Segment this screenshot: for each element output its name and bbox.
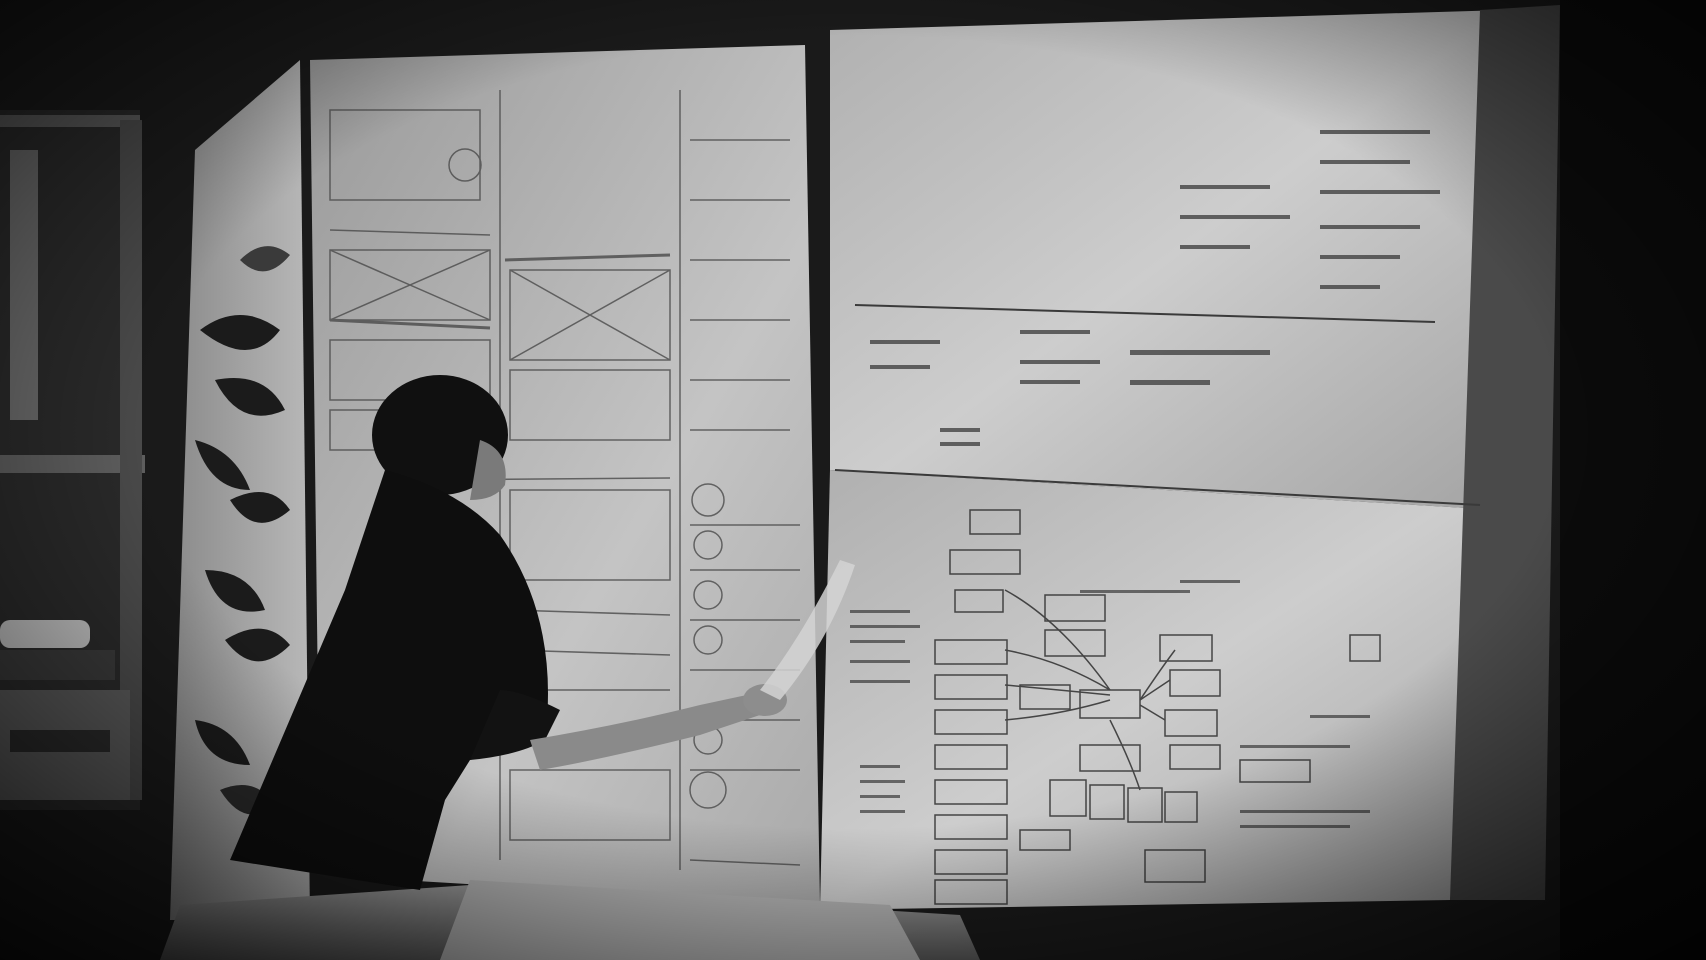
scene-illustration (0, 0, 1706, 960)
photo-scene (0, 0, 1706, 960)
vignette-overlay (0, 0, 1706, 960)
